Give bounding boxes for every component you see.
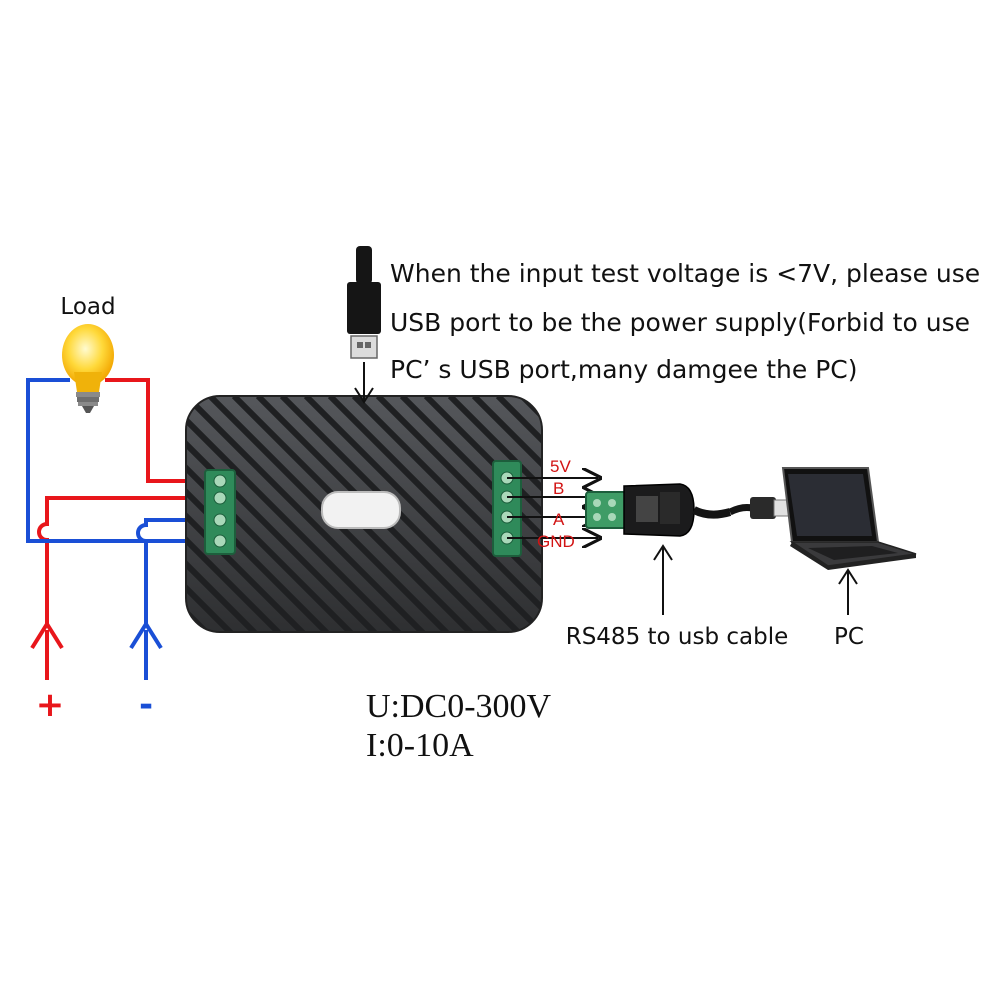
heatsink-rib	[447, 396, 542, 632]
heatsink-rib	[186, 396, 405, 632]
heatsink-rib	[279, 396, 525, 632]
positive-label: +	[36, 685, 65, 725]
usb-power-arrow-icon	[354, 362, 374, 404]
cable-label: RS485 to usb cable	[566, 624, 789, 650]
usb-plug-icon	[347, 246, 381, 359]
pin-label-gnd: GND	[537, 532, 575, 551]
rs485-terminal-block	[492, 460, 522, 557]
load-label: Load	[60, 294, 115, 320]
pin-label-5v: 5V	[550, 457, 571, 476]
rs485-usb-converter	[585, 483, 791, 537]
laptop-icon	[781, 467, 917, 570]
heatsink-rib	[327, 396, 542, 632]
cable-arrow-icon	[653, 544, 673, 615]
usb-note-line-2: USB port to be the power supply(Forbid t…	[390, 308, 970, 337]
heatsink-rib	[186, 396, 309, 632]
rs485-signal-lines	[507, 478, 598, 538]
heatsink-rib	[186, 396, 213, 632]
heatsink-rib	[471, 396, 542, 632]
negative-wiring	[26, 378, 220, 625]
negative-label: -	[139, 685, 153, 725]
display-window	[321, 491, 401, 529]
heatsink-rib	[186, 396, 237, 632]
input-terminal-block	[204, 469, 236, 555]
heatsink-rib	[423, 396, 542, 632]
usb-note-line-1: When the input test voltage is <7V, plea…	[390, 259, 980, 288]
heatsink-rib	[186, 396, 429, 632]
usb-power-note: When the input test voltage is <7V, plea…	[390, 259, 980, 384]
heatsink-rib	[186, 396, 285, 632]
heatsink-rib	[351, 396, 542, 632]
pc-arrow-icon	[838, 568, 858, 615]
negative-input-arrow-icon	[129, 620, 163, 680]
heatsink-rib	[186, 396, 381, 632]
pc-label: PC	[834, 624, 864, 650]
voltage-spec: U:DC0-300V	[366, 688, 552, 725]
current-spec: I:0-10A	[366, 727, 474, 764]
pin-label-a: A	[553, 510, 565, 529]
positive-input-arrow-icon	[30, 620, 64, 680]
heatsink-rib	[495, 396, 542, 632]
heatsink-rib	[303, 396, 542, 632]
light-bulb-icon	[62, 324, 114, 413]
usb-note-line-3: PC’ s USB port,many damgee the PC)	[390, 355, 858, 384]
pin-label-b: B	[553, 479, 564, 498]
heatsink-rib	[186, 396, 261, 632]
